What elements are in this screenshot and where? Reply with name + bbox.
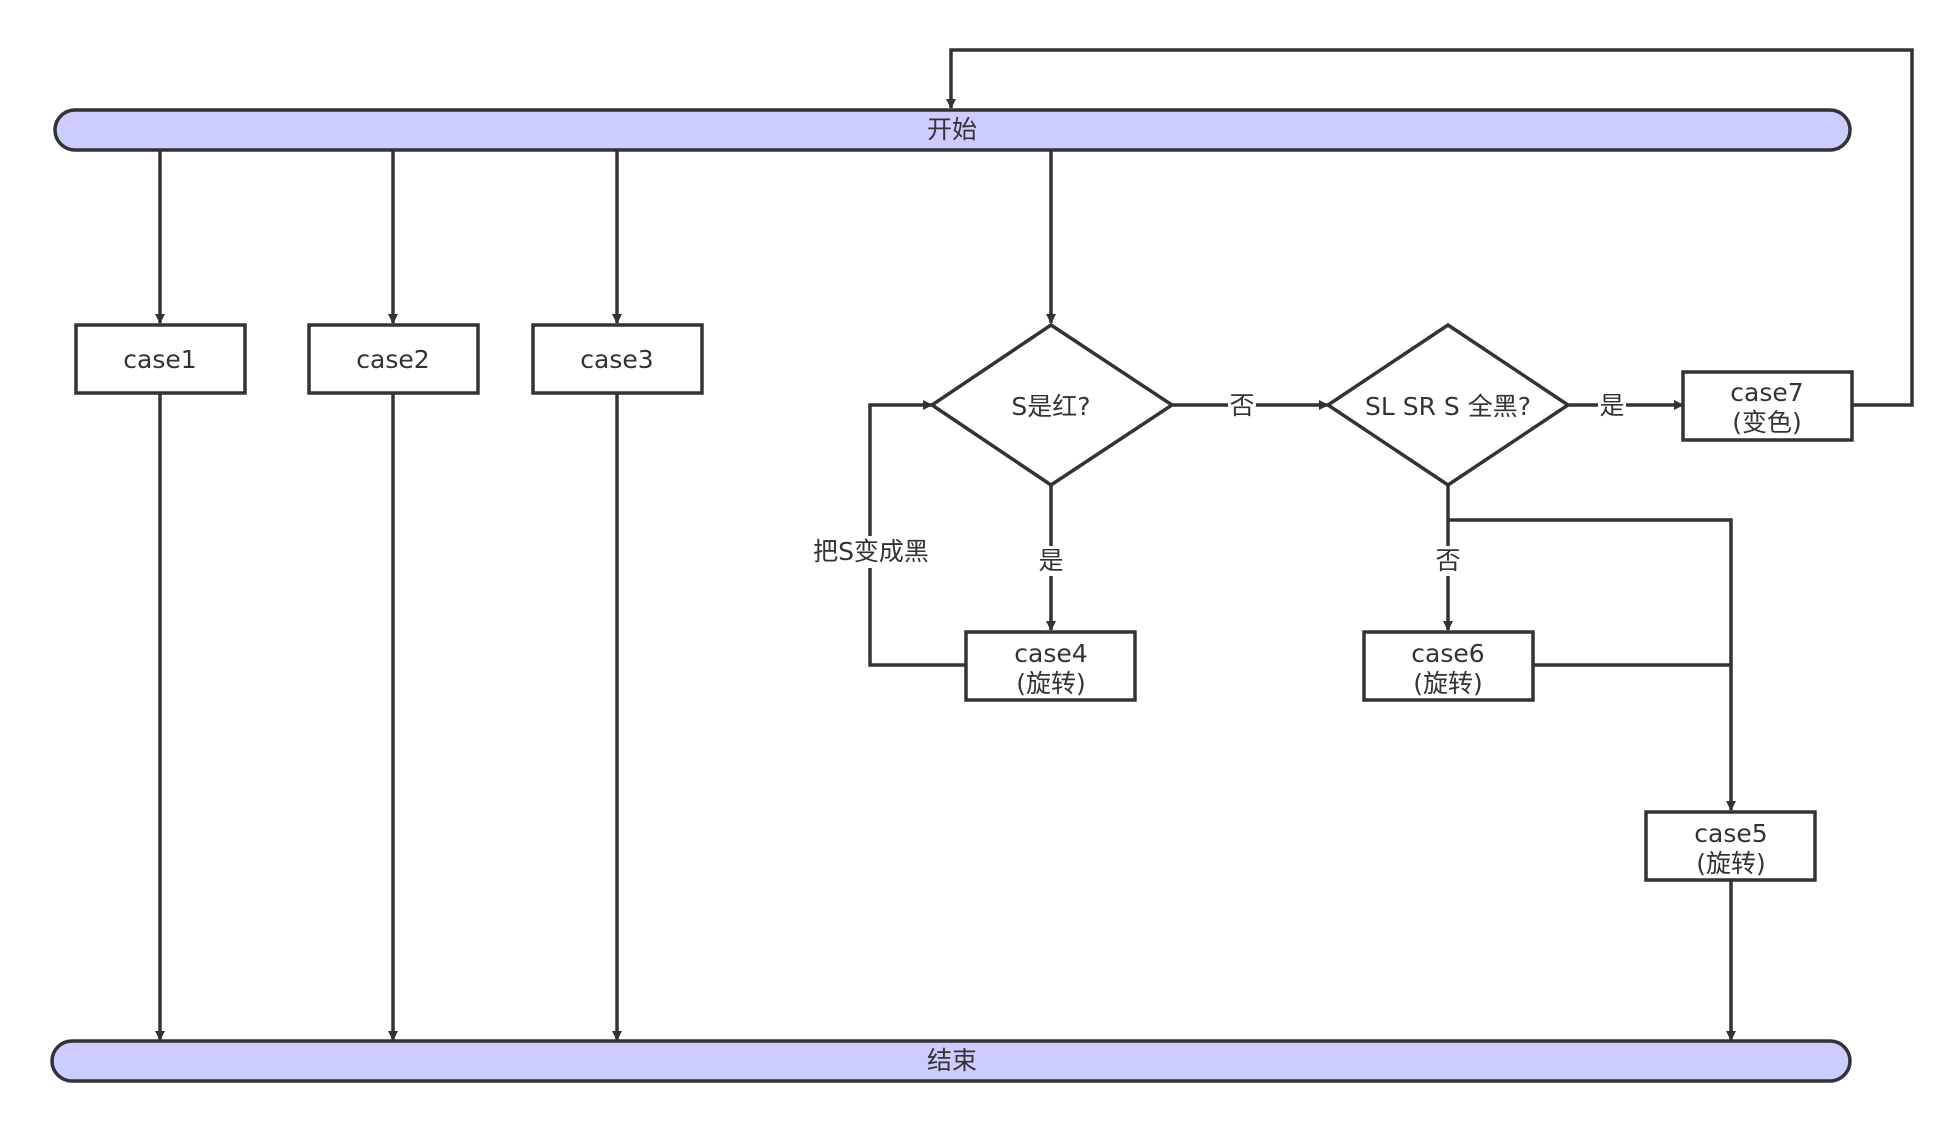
edge-label-s-red-no: 否 (1229, 391, 1254, 420)
case5-box (1644, 810, 1817, 882)
edge-label-recolor-s: 把S变成黑 (813, 537, 929, 566)
case3-box (531, 323, 704, 395)
case1-label: case1 (123, 345, 196, 374)
edge-label-bg-recolor (812, 536, 936, 568)
case4-box (964, 630, 1137, 702)
edges (155, 48, 1914, 1041)
end-bar (50, 1039, 1852, 1083)
case2-box (307, 323, 480, 395)
case4-label-line1: case4 (1014, 639, 1087, 668)
case6-label-line1: case6 (1411, 639, 1484, 668)
case6-box (1362, 630, 1535, 702)
edge-label-bg-all-black-no (1434, 546, 1462, 576)
decision-s-red (928, 322, 1176, 488)
edge-case4-decision1 (868, 400, 966, 667)
edge-label-all-black-no: 否 (1435, 546, 1460, 575)
case5-label-line1: case5 (1694, 819, 1767, 848)
case3-label: case3 (580, 345, 653, 374)
case6-label-line2: (旋转) (1413, 669, 1483, 698)
start-label: 开始 (927, 115, 977, 144)
edge-label-bg-all-black-yes (1598, 390, 1626, 420)
case7-label-line2: (变色) (1732, 408, 1802, 437)
edge-label-bg-s-red-yes (1037, 546, 1065, 576)
case5-label-line2: (旋转) (1696, 849, 1766, 878)
edge-label-bg-s-red-no (1228, 390, 1256, 420)
decision-all-black (1324, 322, 1572, 488)
edge-label-s-red-yes: 是 (1038, 546, 1063, 575)
decision-s-red-label: S是红? (1011, 392, 1090, 421)
edge-label-all-black-yes: 是 (1599, 391, 1624, 420)
case2-label: case2 (356, 345, 429, 374)
end-label: 结束 (927, 1046, 977, 1075)
edge-decision2-case5 (1448, 518, 1736, 811)
case7-box (1681, 370, 1854, 442)
case4-label-line2: (旋转) (1016, 669, 1086, 698)
edge-case7-start (946, 48, 1914, 407)
case7-label-line1: case7 (1730, 378, 1803, 407)
start-bar (53, 108, 1852, 152)
decision-all-black-label: SL SR S 全黑? (1365, 392, 1531, 421)
case1-box (74, 323, 247, 395)
